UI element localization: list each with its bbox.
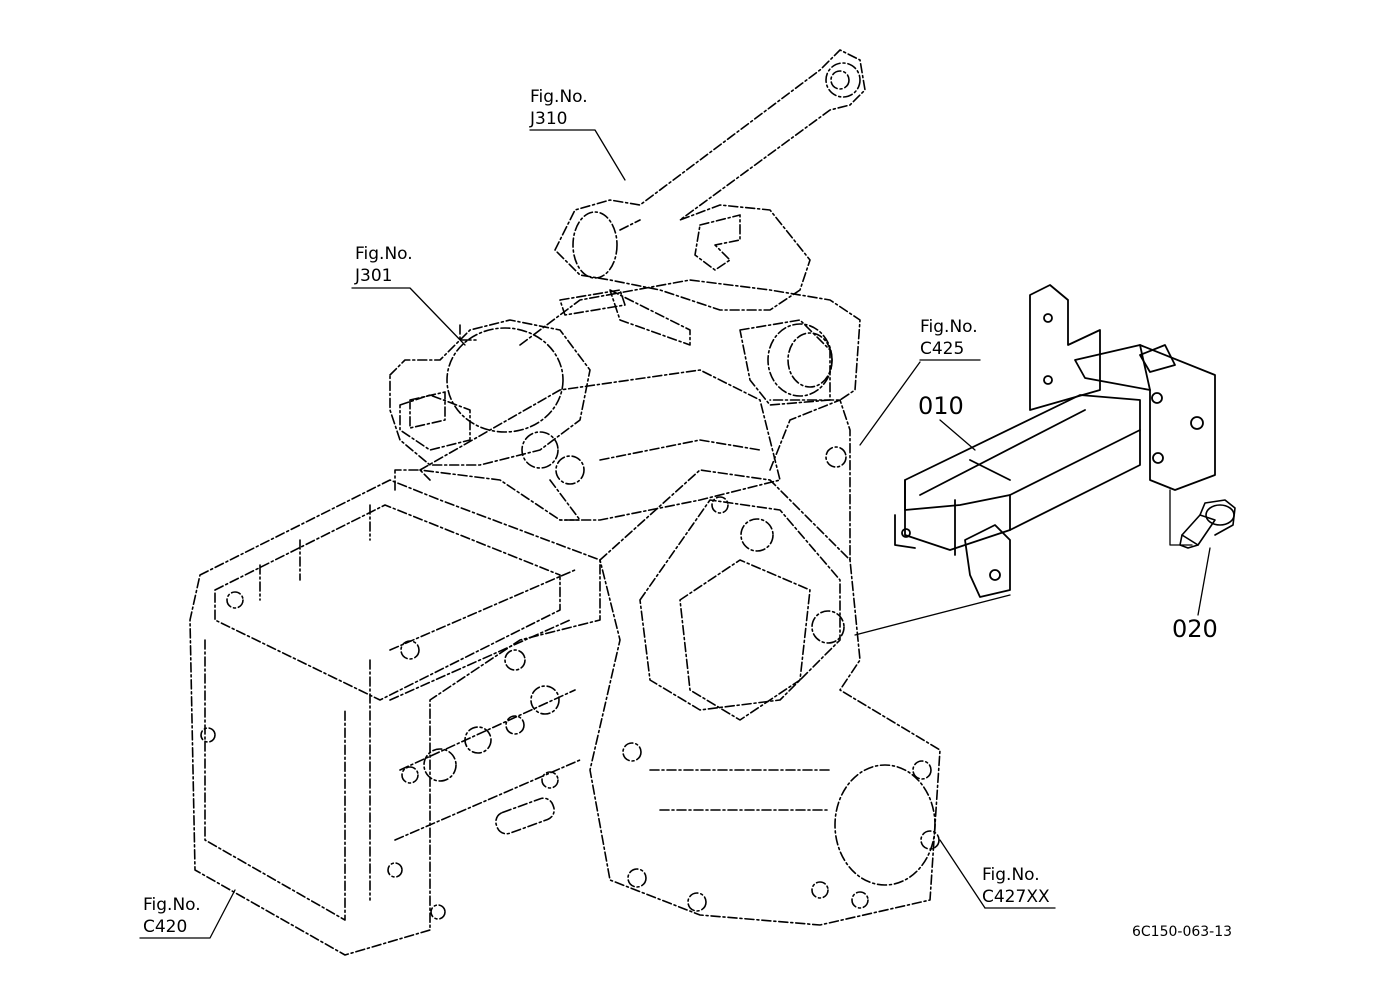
callout-c427xx: Fig.No. C427XX: [982, 864, 1050, 908]
callout-c420: Fig.No. C420: [143, 894, 201, 938]
callout-c425-line2: C425: [920, 339, 965, 359]
callout-c427xx-line2: C427XX: [982, 887, 1050, 907]
drawing-reference-number: 6C150-063-13: [1132, 924, 1233, 940]
transmission-housing-outline: [189, 49, 941, 956]
callout-j301-line1: Fig.No.: [355, 244, 413, 264]
callout-c425-line1: Fig.No.: [920, 317, 978, 337]
part-code-010[interactable]: 010: [918, 392, 964, 420]
callout-c420-line2: C420: [143, 917, 188, 937]
callout-c427xx-line1: Fig.No.: [982, 865, 1040, 885]
callout-c425: Fig.No. C425: [920, 316, 978, 360]
bracket-010-drawing: [894, 284, 1216, 598]
callout-c420-line1: Fig.No.: [143, 895, 201, 915]
callout-j310-line1: Fig.No.: [530, 87, 588, 107]
callout-j301: Fig.No. J301: [355, 243, 413, 287]
callout-j310-line2: J310: [530, 109, 568, 129]
bolt-020-drawing: [1179, 499, 1236, 549]
callout-j301-line2: J301: [355, 266, 393, 286]
callout-j310: Fig.No. J310: [530, 86, 588, 130]
part-code-020[interactable]: 020: [1172, 615, 1218, 643]
leader-lines: [139, 129, 1211, 939]
